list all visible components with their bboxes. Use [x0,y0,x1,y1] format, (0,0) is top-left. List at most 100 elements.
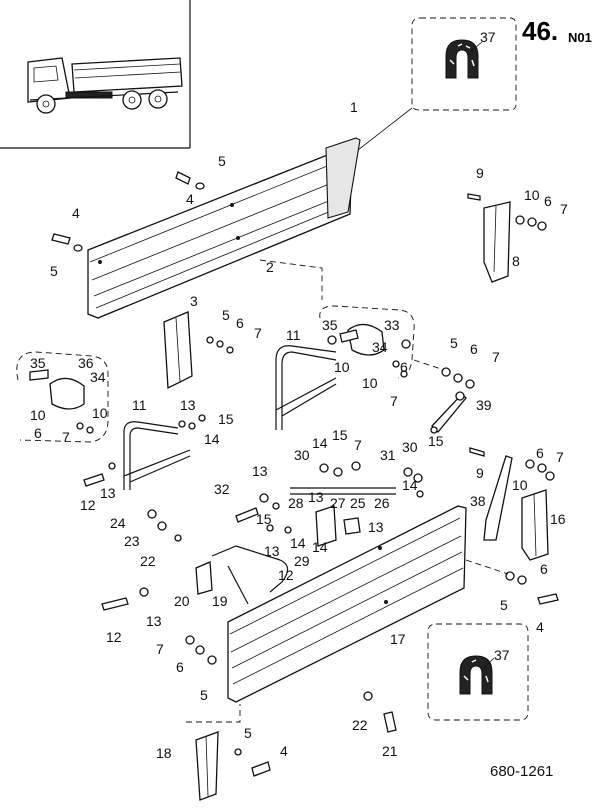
callout-36: 36 [78,355,94,371]
callout-9b: 9 [476,465,484,481]
callout-10f: 10 [512,477,528,493]
bracket-38 [469,447,555,541]
hook-20 [195,561,213,595]
seal-profile-icon [445,39,479,79]
side-board-upper [87,137,361,319]
callout-10d: 10 [30,407,46,423]
callout-6e: 6 [34,425,42,441]
callout-6d: 6 [470,341,478,357]
callout-10a: 10 [524,187,540,203]
callout-3: 3 [190,293,198,309]
truck-inset [0,0,191,149]
callout-13d: 13 [308,489,324,505]
callout-34a: 34 [372,339,388,355]
callout-13a: 13 [180,397,196,413]
callout-19: 19 [212,593,228,609]
callout-30a: 30 [294,447,310,463]
fasteners-lower-left [185,635,217,665]
bolt-upper-left [51,233,83,252]
callout-7b: 7 [560,201,568,217]
callout-15c: 15 [428,433,444,449]
callout-24: 24 [110,515,126,531]
callout-11b: 11 [132,397,147,413]
callout-4d: 4 [280,743,288,759]
callout-7d: 7 [492,349,500,365]
callout-25: 25 [350,495,366,511]
callout-14c: 14 [402,477,418,493]
callout-7g: 7 [556,449,564,465]
seal-detail-top: 37 [411,17,517,111]
callout-labels: 1 2 3 4 4 5 5 5 6 7 8 9 10 6 7 11 35 33 … [30,99,568,761]
callout-29: 29 [294,553,310,569]
hinge-link-39 [430,391,467,434]
page-number-suffix: N01 [568,30,592,45]
callout-12a: 12 [80,497,96,513]
callout-4c: 4 [536,619,544,635]
callout-15d: 15 [256,511,272,527]
clamp-detail-left [16,351,109,443]
callout-13f: 13 [264,543,280,559]
callout-38: 38 [470,493,486,509]
callout-14b: 14 [312,435,328,451]
stake-frame-11-left [123,414,206,490]
callout-6h: 6 [176,659,184,675]
bolt-12-left [83,462,116,487]
callout-26: 26 [374,495,390,511]
callout-14d: 14 [290,535,306,551]
callout-14e: 14 [312,539,328,555]
callout-7a: 7 [254,325,262,341]
callout-1: 1 [350,99,358,115]
callout-8: 8 [512,253,520,269]
callout-13g: 13 [146,613,162,629]
callout-10c: 10 [362,375,378,391]
callout-13c: 13 [252,463,268,479]
callout-5g: 5 [244,725,252,741]
bolt-21 [363,691,397,733]
callout-7e: 7 [62,429,70,445]
washers-22-23-24 [147,509,182,542]
fasteners-lower-right [465,559,559,605]
callout-14a: 14 [204,431,220,447]
callout-15b: 15 [332,427,348,443]
callout-37-top: 37 [480,29,496,45]
callout-15a: 15 [218,411,234,427]
callout-18: 18 [156,745,172,761]
drawing-reference: 680-1261 [490,763,553,780]
callout-7c: 7 [390,393,398,409]
callout-11a: 11 [286,327,301,343]
callout-23: 23 [124,533,140,549]
callout-34b: 34 [90,369,106,385]
callout-22b: 22 [352,717,368,733]
callout-5b: 5 [50,263,58,279]
callout-5e: 5 [500,597,508,613]
stake-frame-11-right [275,345,337,430]
seal-detail-bottom: 37 [427,623,529,721]
callout-5f: 5 [200,687,208,703]
callout-5c: 5 [222,307,230,323]
bracket-16 [521,489,549,561]
callout-5d: 5 [450,335,458,351]
callout-17: 17 [390,631,406,647]
callout-6c: 6 [400,359,408,375]
stake-post-3 [163,311,234,390]
bolt-upper-mid [175,171,205,190]
truck-icon [27,57,183,114]
callout-35b: 35 [30,355,46,371]
callout-6g: 6 [540,561,548,577]
callout-20: 20 [174,593,190,609]
callout-13b: 13 [100,485,116,501]
callout-7h: 7 [156,641,164,657]
callout-6f: 6 [536,445,544,461]
callout-10e: 10 [92,405,108,421]
callout-31: 31 [380,447,396,463]
stake-post-18 [195,731,271,801]
callout-6a: 6 [236,315,244,331]
bracket-8 [467,193,547,283]
lever-19 [211,545,289,605]
callout-5a: 5 [218,153,226,169]
callout-4b: 4 [186,191,194,207]
callout-10b: 10 [334,359,350,375]
bolt-12-lower [101,587,149,611]
callout-21: 21 [382,743,398,759]
